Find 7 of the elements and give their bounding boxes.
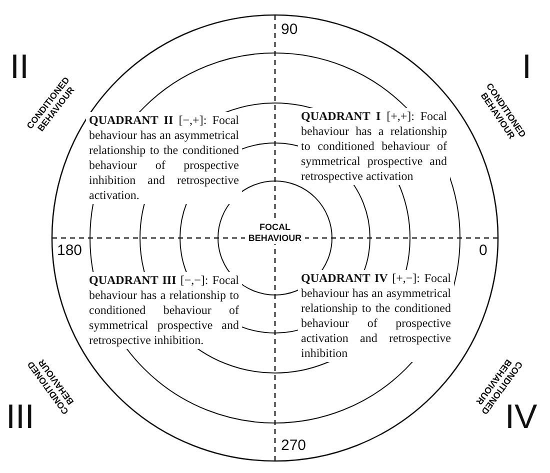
quadrant-numeral: I xyxy=(522,48,532,86)
quadrant-description: QUADRANT III [−,−]: Focal behaviour has a relationship to conditioned behaviour of symmetrical prospective and retrospective inhibition. xyxy=(86,272,242,349)
quadrant-description: QUADRANT I [+,+]: Focal behaviour has a relationship to conditioned behaviour of symmetrical prospective and retrospective activation xyxy=(298,108,450,185)
quadrant-description: QUADRANT II [−,+]: Focal behaviour has an asymmetrical relationship to the conditioned behaviour of prospective inhibition and retrospective activation. xyxy=(86,112,242,204)
center-label: FOCAL BEHAVIOUR xyxy=(245,222,305,244)
quadrant-description: QUADRANT IV [+,−]: Focal behaviour has an asymmetrical relationship to the conditioned behaviour of prospective activation and retrospective inhibition xyxy=(298,270,454,362)
quadrant-numeral: II xyxy=(10,48,29,86)
